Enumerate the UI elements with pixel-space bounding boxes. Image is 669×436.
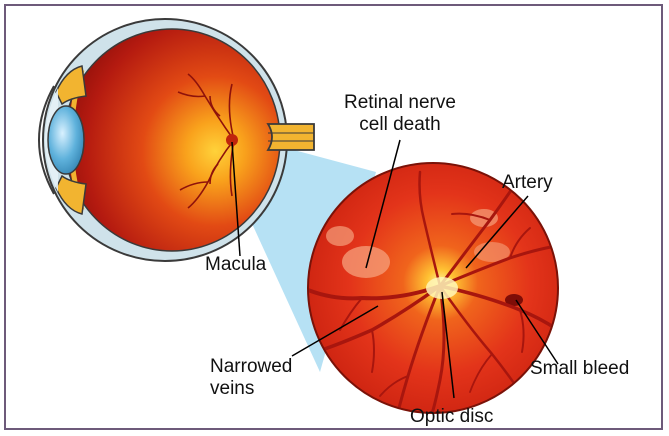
label-macula: Macula [205, 254, 266, 276]
lens [48, 106, 84, 174]
label-retinal-line1: Retinal nerve [344, 92, 456, 114]
label-narrowed-veins: Narrowed veins [210, 356, 292, 400]
label-narrowed-line2: veins [210, 378, 292, 400]
optic-nerve [268, 124, 314, 150]
label-artery: Artery [502, 172, 553, 194]
label-narrowed-line1: Narrowed [210, 356, 292, 378]
label-retinal-line2: cell death [344, 114, 456, 136]
pale-patch [326, 226, 354, 246]
label-retinal-nerve-cell-death: Retinal nerve cell death [344, 92, 456, 136]
label-optic-disc: Optic disc [410, 406, 493, 428]
pale-patch [342, 246, 390, 278]
label-small-bleed: Small bleed [530, 358, 629, 380]
retina-closeup [308, 163, 558, 414]
